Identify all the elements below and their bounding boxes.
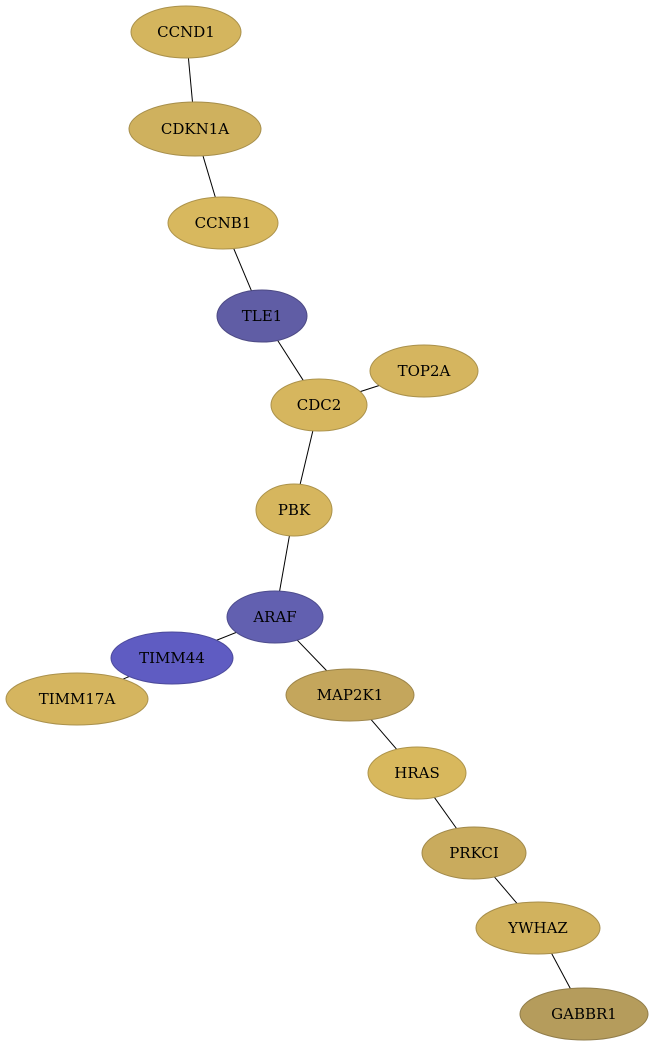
node-label: CDKN1A: [161, 120, 229, 138]
edge-timm44-timm17a: [122, 676, 130, 680]
node-label: PRKCI: [449, 844, 499, 862]
edges-layer: [122, 57, 571, 989]
edge-ccnb1-tle1: [233, 248, 252, 291]
node-tle1[interactable]: TLE1: [216, 289, 308, 343]
node-top2a[interactable]: TOP2A: [369, 344, 479, 398]
node-ccnd1[interactable]: CCND1: [130, 5, 242, 59]
node-map2k1[interactable]: MAP2K1: [285, 668, 415, 722]
node-shape: [475, 901, 601, 955]
node-pbk[interactable]: PBK: [255, 483, 333, 537]
edge-cdc2-top2a: [360, 385, 380, 393]
edge-tle1-cdc2: [277, 340, 304, 381]
node-ywhaz[interactable]: YWHAZ: [475, 901, 601, 955]
node-shape: [421, 826, 527, 880]
node-shape: [270, 378, 368, 432]
node-label: HRAS: [394, 764, 439, 782]
node-shape: [128, 101, 262, 157]
node-label: YWHAZ: [507, 919, 568, 937]
edge-cdkn1a-ccnb1: [202, 155, 216, 198]
node-timm17a[interactable]: TIMM17A: [5, 672, 149, 726]
edge-prkci-ywhaz: [494, 876, 518, 904]
node-label: CDC2: [297, 396, 342, 414]
edge-hras-prkci: [433, 797, 457, 829]
node-shape: [369, 344, 479, 398]
node-prkci[interactable]: PRKCI: [421, 826, 527, 880]
node-label: TIMM44: [139, 649, 205, 667]
node-shape: [285, 668, 415, 722]
edge-araf-timm44: [216, 631, 237, 641]
node-hras[interactable]: HRAS: [367, 746, 467, 800]
edge-ccnd1-cdkn1a: [187, 57, 193, 103]
node-shape: [367, 746, 467, 800]
node-label: TOP2A: [398, 362, 451, 380]
edge-pbk-araf: [279, 535, 290, 592]
node-ccnb1[interactable]: CCNB1: [167, 196, 279, 250]
node-shape: [519, 987, 649, 1041]
node-label: GABBR1: [551, 1005, 617, 1023]
node-araf[interactable]: ARAF: [226, 590, 324, 644]
node-label: CCND1: [157, 23, 215, 41]
node-cdkn1a[interactable]: CDKN1A: [128, 101, 262, 157]
node-label: TIMM17A: [39, 690, 116, 708]
node-shape: [226, 590, 324, 644]
edge-map2k1-hras: [370, 719, 398, 750]
node-shape: [255, 483, 333, 537]
node-gabbr1[interactable]: GABBR1: [519, 987, 649, 1041]
node-label: MAP2K1: [317, 686, 384, 704]
node-label: CCNB1: [195, 214, 252, 232]
node-shape: [216, 289, 308, 343]
node-label: ARAF: [252, 608, 296, 626]
node-shape: [110, 631, 234, 685]
node-label: PBK: [278, 501, 311, 519]
edge-cdc2-pbk: [299, 430, 314, 485]
node-shape: [167, 196, 279, 250]
edge-araf-map2k1: [296, 639, 328, 672]
node-timm44[interactable]: TIMM44: [110, 631, 234, 685]
edge-ywhaz-gabbr1: [551, 953, 571, 989]
node-shape: [130, 5, 242, 59]
node-cdc2[interactable]: CDC2: [270, 378, 368, 432]
node-label: TLE1: [242, 307, 282, 325]
node-shape: [5, 672, 149, 726]
